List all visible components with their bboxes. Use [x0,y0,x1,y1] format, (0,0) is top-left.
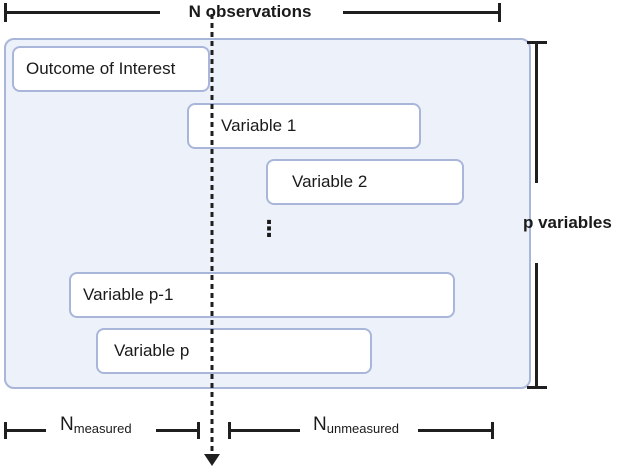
outcome-box: Outcome of Interest [12,46,210,92]
measured-bracket-right-line [156,429,200,432]
measured-label: Nmeasured [60,414,132,436]
observations-bracket-right-line [343,11,501,14]
variable-1-label: Variable 1 [221,116,297,135]
measured-divider-arrow [204,14,220,466]
variable-p-minus-1-label: Variable p-1 [83,285,174,304]
variable-p-label: Variable p [114,341,190,360]
variables-bracket-top-line [535,41,538,183]
variable-1-box: Variable 1 [187,103,421,149]
unmeasured-bracket-right-line [418,429,494,432]
unmeasured-bracket-right-tick [491,422,494,439]
observations-bracket-right-tick [498,3,501,22]
measured-bracket-right-tick [197,422,200,439]
divider-arrowhead [204,454,220,466]
observations-label: N observations [188,2,312,21]
variables-bracket-bottom-line [535,263,538,389]
variable-2-label: Variable 2 [292,172,368,191]
variable-2-box: Variable 2 [266,159,464,205]
observations-bracket-left-line [4,11,160,14]
outcome-label: Outcome of Interest [26,59,176,78]
unmeasured-bracket-left-line [228,429,300,432]
variable-p-box: Variable p [96,328,372,374]
variables-label: p variables [523,213,612,232]
ellipsis: ⋮ [258,216,280,241]
variable-p-minus-1-box: Variable p-1 [69,272,455,318]
unmeasured-label: Nunmeasured [313,414,400,436]
variables-bracket-bottom-tick [527,386,547,389]
measured-bracket-left-line [4,429,46,432]
